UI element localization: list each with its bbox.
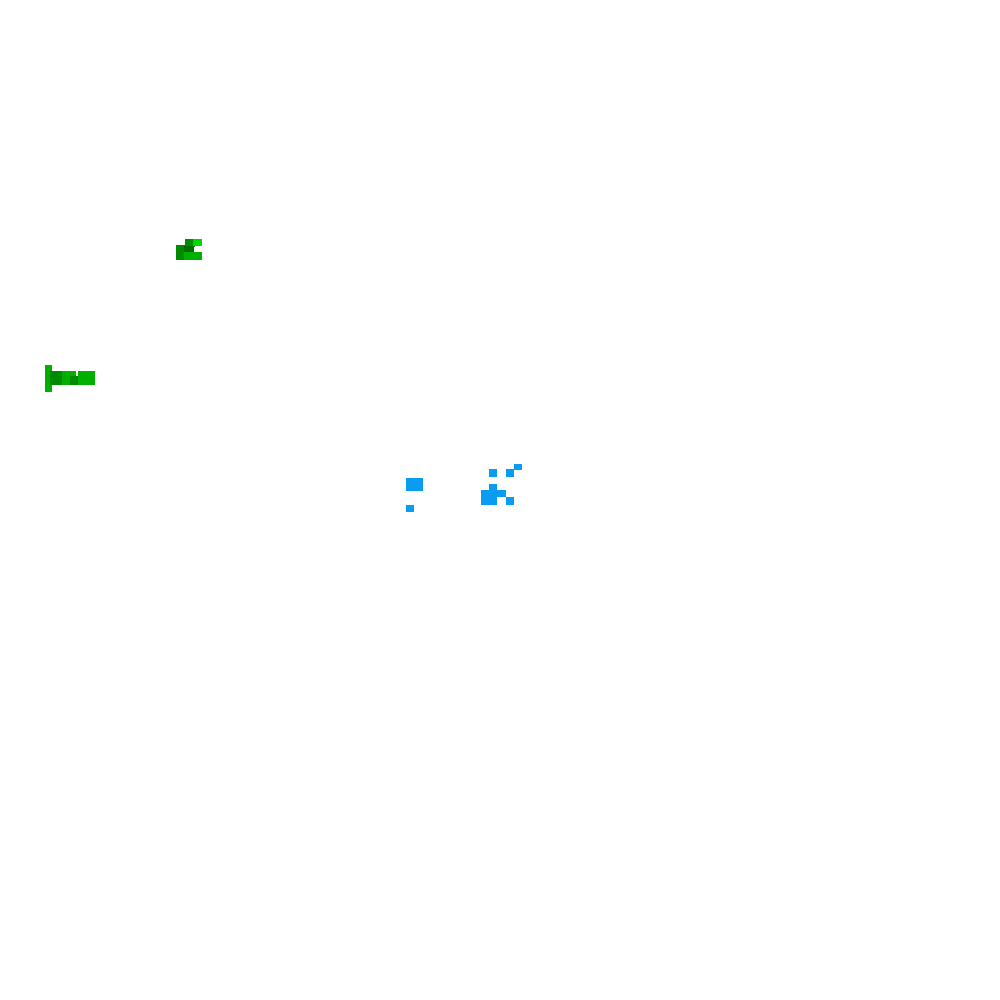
blue-cluster-small-sprite xyxy=(406,478,423,512)
green-blob-sprite xyxy=(176,239,202,260)
green-bar-sprite xyxy=(45,365,95,392)
blue-cluster-scattered-sprite xyxy=(481,464,522,505)
